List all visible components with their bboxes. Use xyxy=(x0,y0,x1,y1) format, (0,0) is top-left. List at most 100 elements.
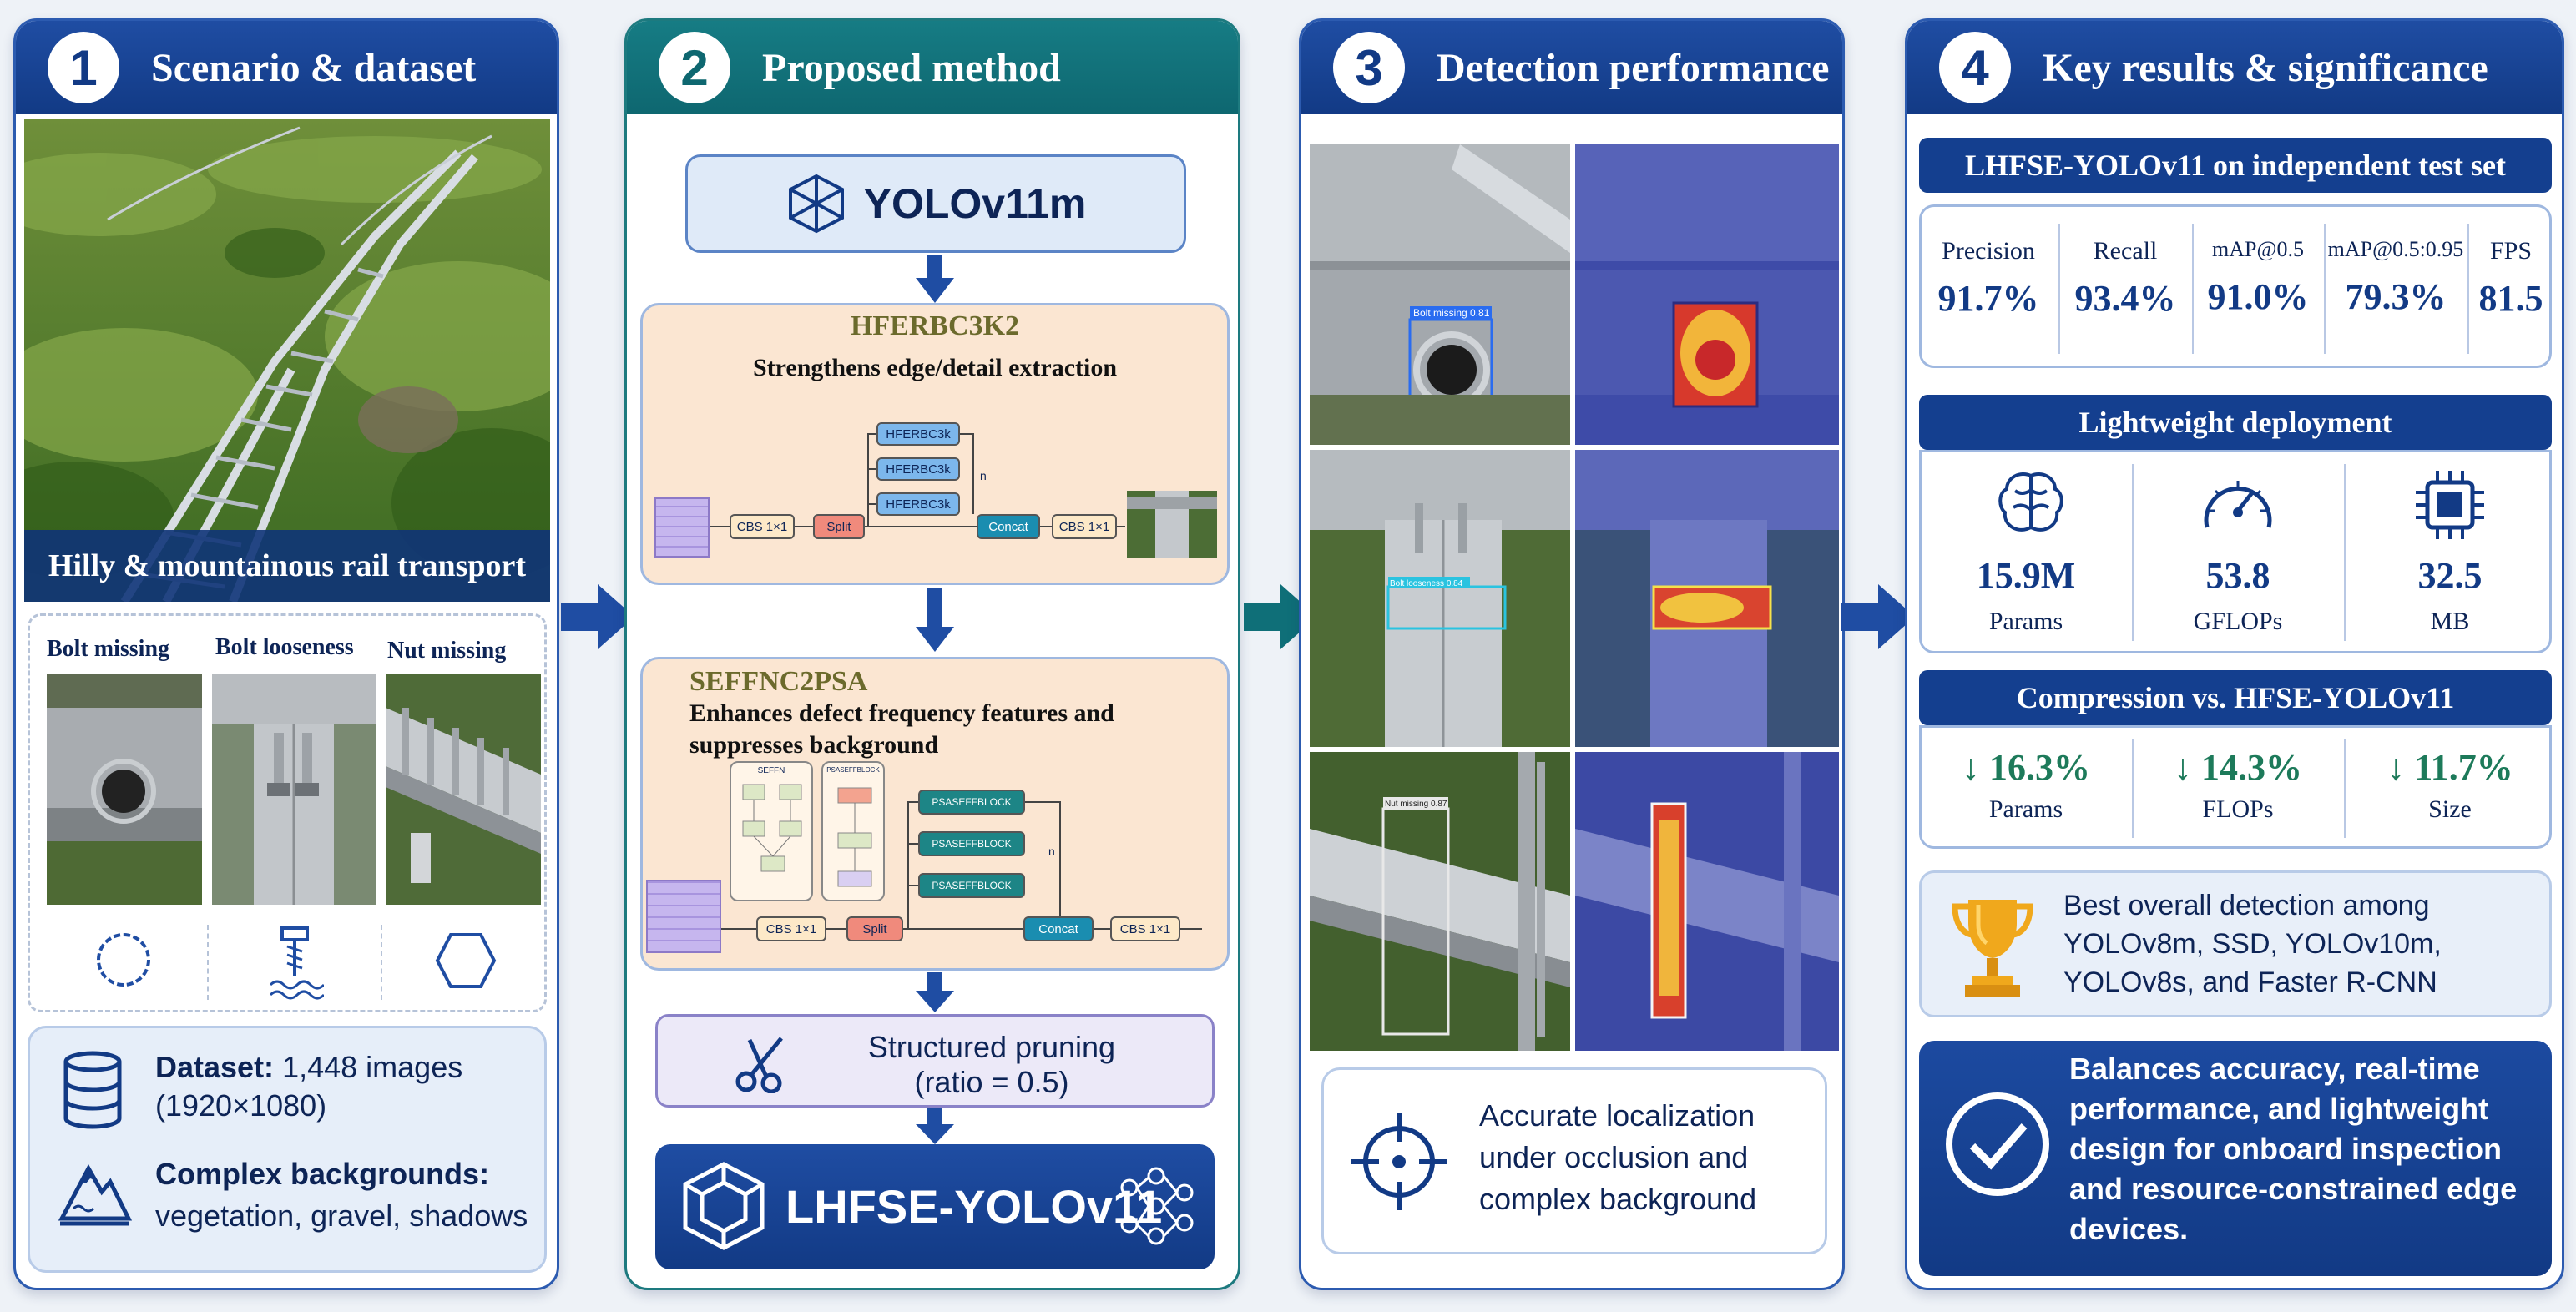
balance-text: Balances accuracy, real-time performance… xyxy=(2069,1052,2518,1246)
deploy-size: 32.5 MB xyxy=(2346,452,2554,653)
hferbc-block: HFERBC3k xyxy=(876,422,960,446)
down-arrow-icon xyxy=(916,255,954,303)
metrics-card: Precision 91.7% Recall 93.4% mAP@0.5 91.… xyxy=(1919,204,2552,368)
detection-label: Bolt looseness 0.84 xyxy=(1390,579,1463,588)
test-set-header: LHFSE-YOLOv11 on independent test set xyxy=(1919,138,2552,193)
cbs-block: CBS 1×1 xyxy=(1110,916,1180,941)
repeat-label: n xyxy=(980,469,987,482)
down-arrow-icon xyxy=(916,1108,954,1144)
database-icon xyxy=(62,1050,124,1130)
deploy-label: GFLOPs xyxy=(2193,608,2283,635)
base-model-name: YOLOv11m xyxy=(863,180,1087,227)
defect-types-box: Bolt missing Bolt looseness Nut missing xyxy=(28,613,547,1012)
input-tensor-icon xyxy=(654,497,710,558)
metric-value: 93.4% xyxy=(2074,278,2176,319)
deploy-value: 32.5 xyxy=(2417,555,2483,596)
final-model-name: LHFSE-YOLOv11 xyxy=(785,1180,1163,1233)
dataset-label: Dataset: xyxy=(155,1050,275,1084)
panel-scenario-dataset: 1 Scenario & dataset xyxy=(13,18,559,1290)
divider xyxy=(2344,739,2346,838)
backgrounds-value: vegetation, gravel, shadows xyxy=(155,1198,528,1233)
divider xyxy=(2467,224,2469,354)
cbs-block: CBS 1×1 xyxy=(756,916,826,941)
concat-block: Concat xyxy=(977,514,1040,539)
hferbc-block: HFERBC3k xyxy=(876,492,960,516)
dataset-info-card: Dataset: 1,448 images (1920×1080) Comple… xyxy=(28,1026,547,1273)
panel-header: 2 Proposed method xyxy=(627,21,1238,114)
compression-size: ↓ 11.7% Size xyxy=(2346,746,2554,824)
module-output-photo xyxy=(1127,491,1217,558)
repeat-label: n xyxy=(1048,845,1055,858)
psaseffblock: PSASEFFBLOCK xyxy=(918,790,1025,815)
metric-label: Precision xyxy=(1942,237,2035,265)
deploy-label: MB xyxy=(2430,608,2470,635)
check-circle-icon xyxy=(1946,1092,2049,1196)
divider xyxy=(2058,224,2060,354)
deploy-label: Params xyxy=(1988,608,2063,635)
divider xyxy=(2192,224,2194,354)
rail-landscape-photo: Hilly & mountainous rail transport xyxy=(24,119,550,602)
panel-detection-performance: 3 Detection performance Bolt missing 0.8… xyxy=(1299,18,1845,1290)
panel-key-results: 4 Key results & significance LHFSE-YOLOv… xyxy=(1905,18,2564,1290)
gauge-icon xyxy=(2204,481,2272,528)
best-detection-text: Best overall detection among YOLOv8m, SS… xyxy=(2063,890,2442,998)
metric-label: mAP@0.5 xyxy=(2212,237,2304,261)
deploy-params: 15.9M Params xyxy=(1922,452,2130,653)
panel-number: 3 xyxy=(1333,32,1405,103)
panel-title: Proposed method xyxy=(762,45,1061,90)
psaseffblock: PSASEFFBLOCK xyxy=(918,831,1025,856)
panel-header: 3 Detection performance xyxy=(1301,21,1842,114)
metric-label: Recall xyxy=(2093,237,2158,265)
module-connectors xyxy=(721,801,1202,930)
sub-diagram-label: SEFFN xyxy=(757,766,785,775)
compression-params: ↓ 16.3% Params xyxy=(1922,746,2130,824)
compression-header: Compression vs. HFSE-YOLOv11 xyxy=(1919,670,2552,725)
module-description: Strengthens edge/detail extraction xyxy=(752,354,1118,381)
metric-map50: mAP@0.5 91.0% xyxy=(2194,237,2322,318)
flow-arrow-icon xyxy=(561,584,634,649)
scissors-icon xyxy=(735,1037,783,1093)
pruning-title: Structured pruning xyxy=(867,1030,1116,1064)
cube-network-icon xyxy=(788,174,844,234)
module-seffnc2psa: SEFFNC2PSA Enhances defect frequency fea… xyxy=(640,657,1230,971)
panel-header: 4 Key results & significance xyxy=(1907,21,2562,114)
cube-network-icon xyxy=(683,1162,765,1250)
sub-diagram-label: PSASEFFBLOCK xyxy=(826,766,880,774)
divider xyxy=(2132,464,2134,641)
compression-value: ↓ 14.3% xyxy=(2174,747,2302,788)
chip-icon xyxy=(2416,471,2484,539)
photo-caption: Hilly & mountainous rail transport xyxy=(24,530,550,602)
loose-bolt-icon xyxy=(265,925,326,1000)
split-block: Split xyxy=(846,916,903,941)
cbs-block: CBS 1×1 xyxy=(730,514,795,539)
module-name: SEFFNC2PSA xyxy=(689,666,868,697)
backgrounds-label: Complex backgrounds: xyxy=(155,1157,490,1191)
metric-label: FPS xyxy=(2489,237,2533,265)
panel-number: 1 xyxy=(48,32,119,103)
down-arrow-icon xyxy=(916,588,954,652)
compression-label: Params xyxy=(1988,795,2063,823)
panel-proposed-method: 2 Proposed method YOLOv11m HFERBC3K2 Str… xyxy=(624,18,1240,1290)
compression-value: ↓ 16.3% xyxy=(1962,747,2090,788)
deploy-value: 53.8 xyxy=(2205,555,2270,596)
hferbc-block: HFERBC3k xyxy=(876,457,960,481)
defect-label: Bolt looseness xyxy=(215,634,354,660)
compression-label: FLOPs xyxy=(2202,795,2274,823)
compression-value: ↓ 11.7% xyxy=(2387,747,2513,788)
balance-card: Balances accuracy, real-time performance… xyxy=(1919,1041,2552,1276)
best-detection-card: Best overall detection among YOLOv8m, SS… xyxy=(1919,870,2552,1017)
panel-title: Scenario & dataset xyxy=(151,45,477,90)
split-block: Split xyxy=(813,514,865,539)
module-connectors xyxy=(710,433,1125,527)
final-model-box: LHFSE-YOLOv11 xyxy=(655,1144,1215,1269)
bolt-looseness-photo xyxy=(212,674,376,905)
mountain-icon xyxy=(57,1152,133,1227)
hexagon-icon xyxy=(434,931,498,990)
metric-value: 91.0% xyxy=(2207,276,2309,317)
divider xyxy=(2324,224,2326,354)
defect-label: Bolt missing xyxy=(47,636,170,662)
concat-block: Concat xyxy=(1023,916,1094,941)
compression-flops: ↓ 14.3% FLOPs xyxy=(2134,746,2342,824)
deploy-value: 15.9M xyxy=(1976,555,2076,596)
module-hferbc3k2: HFERBC3K2 Strengthens edge/detail extrac… xyxy=(640,303,1230,585)
